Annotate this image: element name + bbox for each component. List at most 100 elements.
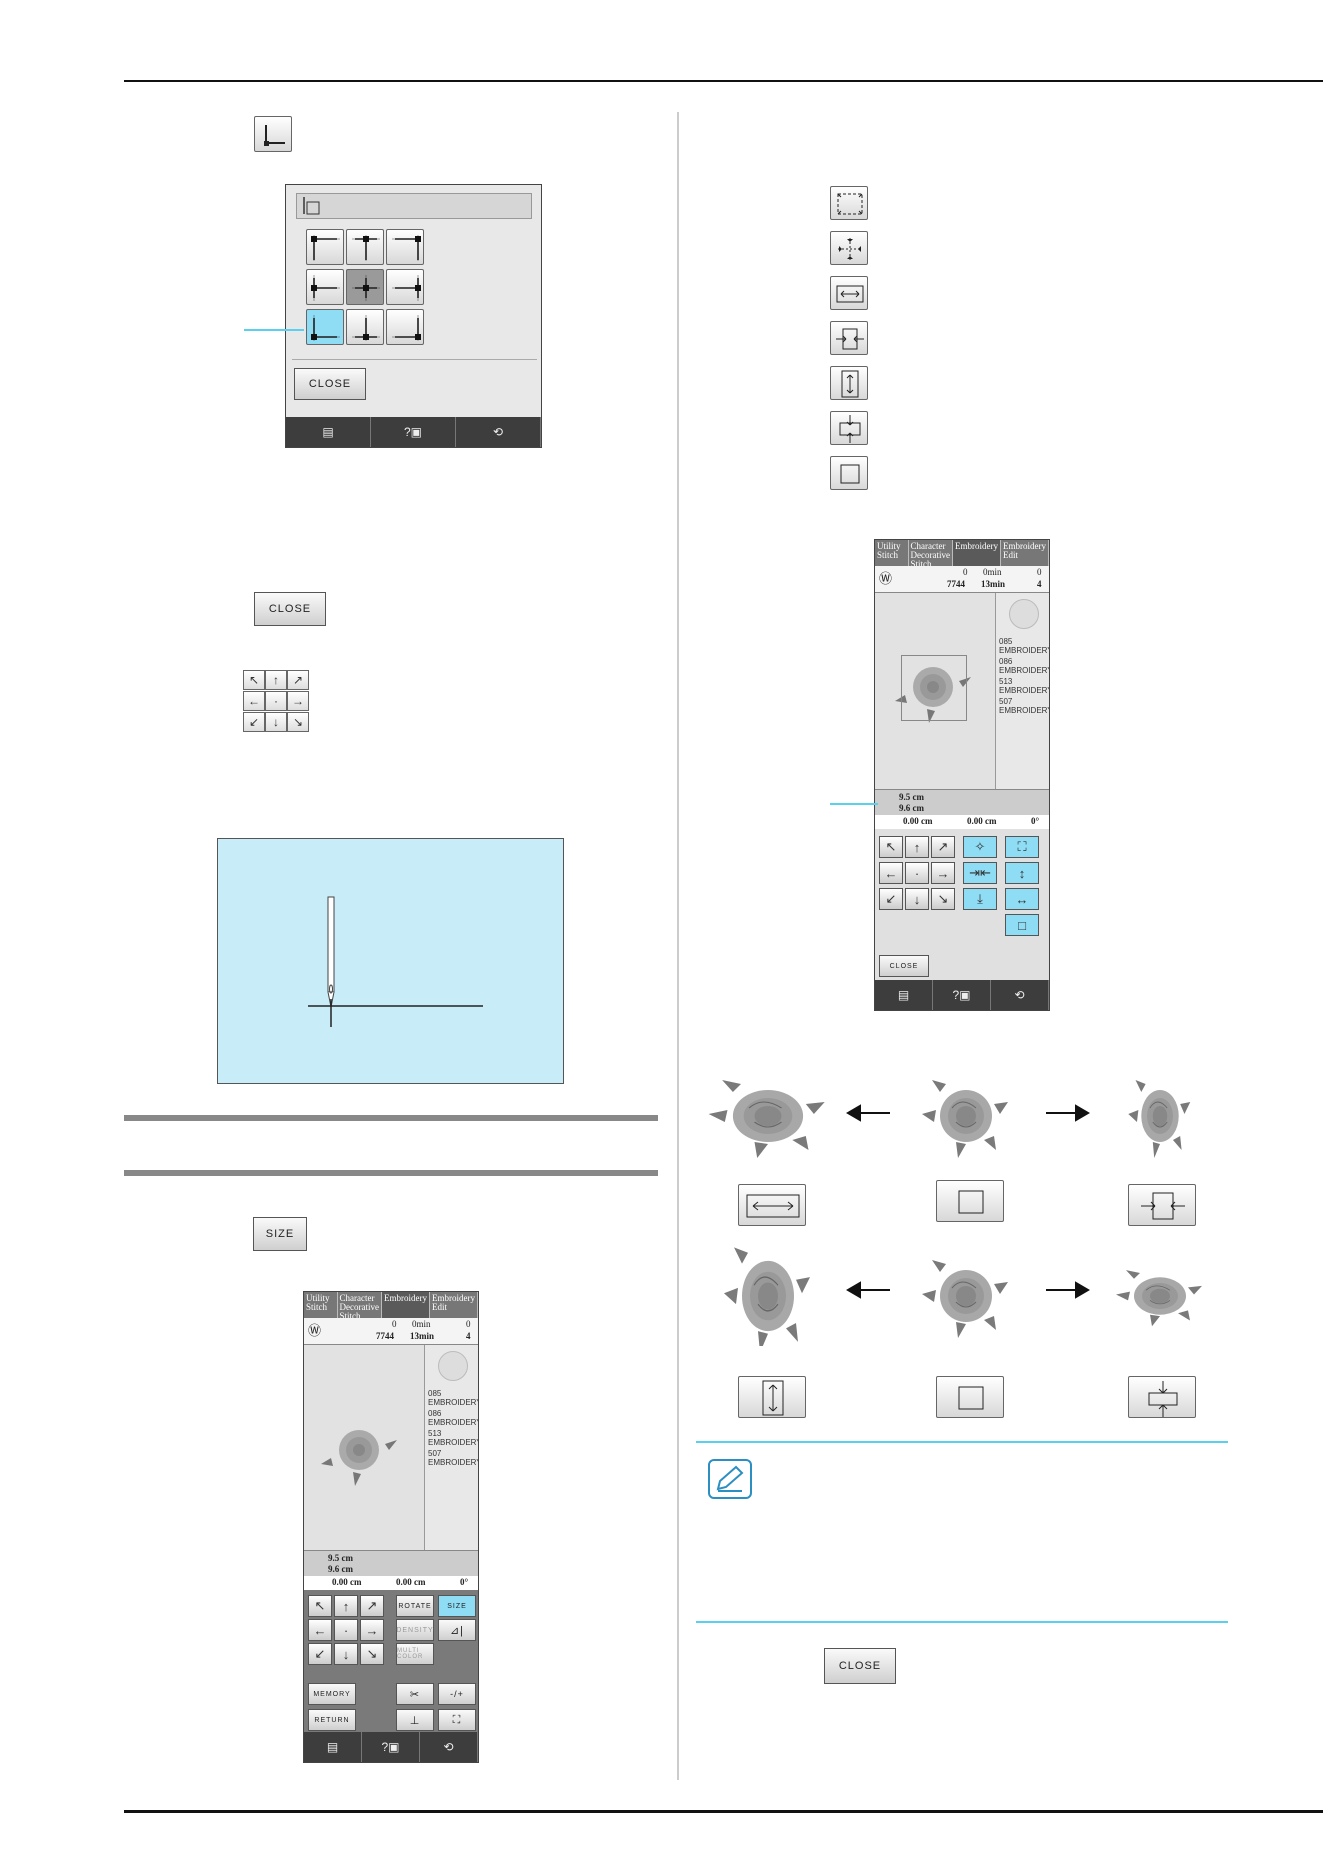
thread-change-icon[interactable]: ⟲ <box>420 1732 478 1762</box>
shrink-vertical-button[interactable] <box>1128 1376 1196 1418</box>
arrow-down-right-key[interactable]: ↘ <box>287 712 309 732</box>
arrow-right-key[interactable]: → <box>360 1619 384 1641</box>
arrow-up-key[interactable]: ↑ <box>905 836 929 858</box>
tab-embroidery[interactable]: Embroidery <box>382 1292 430 1318</box>
arrow-down-right-key[interactable]: ↘ <box>360 1643 384 1665</box>
position-top-left-button[interactable] <box>306 229 344 265</box>
arrow-down-left-key[interactable]: ↙ <box>243 712 265 732</box>
original-size-button[interactable] <box>936 1180 1004 1222</box>
pattern-list-icon[interactable]: ▤ <box>304 1732 362 1762</box>
size-button[interactable]: SIZE <box>253 1217 307 1251</box>
arrow-down-key[interactable]: ↓ <box>905 888 929 910</box>
rotation-angle: 0° <box>460 1577 469 1587</box>
memo-rule-top <box>696 1441 1228 1443</box>
arrow-down-key[interactable]: ↓ <box>265 712 287 732</box>
original-size-button[interactable] <box>936 1376 1004 1418</box>
arrow-left-key[interactable]: ← <box>243 691 265 711</box>
help-machine-icon[interactable]: ?▣ <box>362 1732 420 1762</box>
center-key[interactable]: · <box>265 691 287 711</box>
size-readout-bar: 9.5 cm 9.6 cm <box>875 789 1049 816</box>
mirror-button[interactable]: ⊿| <box>438 1619 476 1641</box>
close-button[interactable]: CLOSE <box>294 368 366 400</box>
arrow-down-left-key[interactable]: ↙ <box>879 888 903 910</box>
density-button[interactable]: DENSITY <box>396 1619 434 1641</box>
thread-change-icon[interactable]: ⟲ <box>991 980 1049 1010</box>
position-top-center-button[interactable] <box>346 229 384 265</box>
position-top-right-button[interactable] <box>386 229 424 265</box>
trial-button[interactable]: ⛶ <box>438 1709 476 1731</box>
multi-color-button[interactable]: MULTI COLOR <box>396 1643 434 1665</box>
position-bottom-center-button[interactable] <box>346 309 384 345</box>
position-middle-left-button[interactable] <box>306 269 344 305</box>
shrink-vertical-button[interactable] <box>830 411 868 445</box>
embroidery-edit-screen-left: Utility Stitch Character Decorative Stit… <box>303 1291 479 1763</box>
rotate-button[interactable]: ROTATE <box>396 1595 434 1617</box>
tension-button[interactable]: -/+ <box>438 1683 476 1705</box>
shrink-vertical-button[interactable]: ⤓ <box>963 888 997 910</box>
shrink-horizontal-button[interactable]: ⇥⇤ <box>963 862 997 884</box>
tab-embroidery[interactable]: Embroidery <box>953 540 1001 566</box>
corner-bottom-left-icon <box>264 125 285 146</box>
arrow-down-left-key[interactable]: ↙ <box>308 1643 332 1665</box>
start-point-button[interactable]: ⊥ <box>396 1709 434 1731</box>
arrow-up-right-key[interactable]: ↗ <box>931 836 955 858</box>
tab-utility-stitch[interactable]: Utility Stitch <box>875 540 909 566</box>
stretch-horizontal-button[interactable] <box>830 276 868 310</box>
arrow-left-icon <box>844 1103 892 1128</box>
arrow-left-key[interactable]: ← <box>308 1619 332 1641</box>
position-bottom-right-button[interactable] <box>386 309 424 345</box>
position-bottom-left-button[interactable] <box>306 309 344 345</box>
arrow-up-left-key[interactable]: ↖ <box>879 836 903 858</box>
arrow-right-key[interactable]: → <box>287 691 309 711</box>
enlarge-proportional-button[interactable] <box>830 186 868 220</box>
stretch-vertical-button[interactable] <box>830 366 868 400</box>
memory-button[interactable]: MEMORY <box>308 1683 356 1705</box>
tab-utility-stitch[interactable]: Utility Stitch <box>304 1292 338 1318</box>
shrink-horizontal-button[interactable] <box>1128 1184 1196 1226</box>
arrow-up-key[interactable]: ↑ <box>334 1595 358 1617</box>
stretch-vertical-button[interactable] <box>738 1376 806 1418</box>
tab-character-decorative[interactable]: Character Decorative Stitch <box>337 1292 382 1321</box>
size-button-screen[interactable]: SIZE <box>438 1595 476 1617</box>
pattern-list-icon[interactable]: ▤ <box>875 980 933 1010</box>
position-middle-right-button[interactable] <box>386 269 424 305</box>
stretch-horizontal-button[interactable] <box>738 1184 806 1226</box>
help-machine-icon[interactable]: ?▣ <box>933 980 991 1010</box>
close-button-bottom[interactable]: CLOSE <box>824 1648 896 1684</box>
shrink-horizontal-button[interactable] <box>830 321 868 355</box>
arrow-left-key[interactable]: ← <box>879 862 903 884</box>
close-button-inline[interactable]: CLOSE <box>254 592 326 626</box>
arrow-up-left-key[interactable]: ↖ <box>243 670 265 690</box>
pattern-list-icon[interactable]: ▤ <box>286 417 371 447</box>
position-center-button[interactable] <box>346 269 384 305</box>
arrow-up-right-key[interactable]: ↗ <box>360 1595 384 1617</box>
arrow-right-key[interactable]: → <box>931 862 955 884</box>
cut-button[interactable]: ✂ <box>396 1683 434 1705</box>
stretch-vertical-button[interactable]: ↕ <box>1005 862 1039 884</box>
stretch-horizontal-button[interactable]: ↔ <box>1005 888 1039 910</box>
return-button[interactable]: RETURN <box>308 1709 356 1731</box>
thread-change-icon[interactable]: ⟲ <box>456 417 541 447</box>
time-total: 13min <box>981 579 1006 589</box>
bottom-left-position-button[interactable] <box>254 116 292 152</box>
arrow-up-right-key[interactable]: ↗ <box>287 670 309 690</box>
arrow-down-right-key[interactable]: ↘ <box>931 888 955 910</box>
original-size-button[interactable] <box>830 456 868 490</box>
status-row: Ⓦ 0 7744 0min 13min 0 4 <box>875 566 1049 593</box>
close-button-screen[interactable]: CLOSE <box>879 955 929 977</box>
original-size-button[interactable]: □ <box>1005 914 1039 936</box>
center-key[interactable]: · <box>334 1619 358 1641</box>
shrink-proportional-button[interactable] <box>830 231 868 265</box>
arrow-up-key[interactable]: ↑ <box>265 670 287 690</box>
shrink-proportional-button[interactable]: ✧ <box>963 836 997 858</box>
tab-embroidery-edit[interactable]: Embroidery Edit <box>1001 540 1049 566</box>
help-machine-icon[interactable]: ?▣ <box>371 417 456 447</box>
enlarge-proportional-button[interactable]: ⛶ <box>1005 836 1039 858</box>
arrow-down-key[interactable]: ↓ <box>334 1643 358 1665</box>
tab-character-decorative[interactable]: Character Decorative Stitch <box>908 540 953 569</box>
needle-illustration <box>217 838 564 1084</box>
tab-embroidery-edit[interactable]: Embroidery Edit <box>430 1292 478 1318</box>
center-key[interactable]: · <box>905 862 929 884</box>
arrow-up-left-key[interactable]: ↖ <box>308 1595 332 1617</box>
